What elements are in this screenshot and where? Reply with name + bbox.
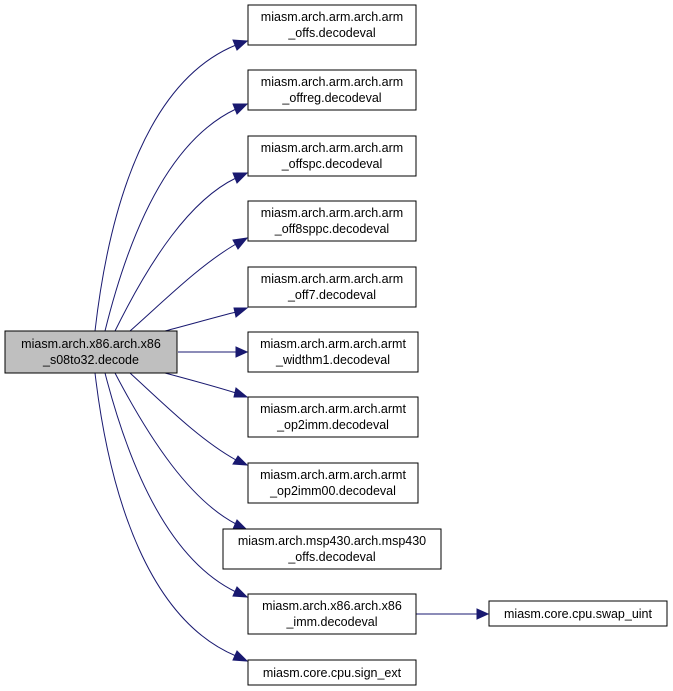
node-root-line-1: miasm.arch.x86.arch.x86 [21, 337, 161, 351]
node-line: miasm.arch.arm.arch.arm [261, 206, 403, 220]
arrowhead-n6 [235, 346, 249, 358]
node-line: miasm.arch.arm.arch.arm [261, 141, 403, 155]
node-root[interactable]: miasm.arch.x86.arch.x86 _s08to32.decode [4, 330, 178, 374]
node-line: miasm.core.cpu.sign_ext [263, 666, 402, 680]
node-line: miasm.arch.arm.arch.arm [261, 10, 403, 24]
node-armt-op2imm00-decodeval[interactable]: miasm.arch.arm.arch.armt _op2imm00.decod… [247, 462, 419, 504]
node-swap-uint[interactable]: miasm.core.cpu.swap_uint [488, 600, 668, 627]
node-armt-widthm1-decodeval[interactable]: miasm.arch.arm.arch.armt _widthm1.decode… [247, 331, 419, 373]
node-line: _offs.decodeval [287, 26, 375, 40]
node-line: _op2imm00.decodeval [269, 484, 396, 498]
node-line: _offspc.decodeval [281, 157, 383, 171]
edge-root-n7 [164, 372, 237, 394]
node-line: miasm.arch.msp430.arch.msp430 [238, 534, 426, 548]
node-armt-op2imm-decodeval[interactable]: miasm.arch.arm.arch.armt _op2imm.decodev… [247, 396, 419, 438]
node-root-line-2: _s08to32.decode [42, 353, 139, 367]
node-line: _offs.decodeval [287, 550, 375, 564]
node-sign-ext[interactable]: miasm.core.cpu.sign_ext [247, 659, 417, 686]
node-line: miasm.core.cpu.swap_uint [504, 607, 653, 621]
edge-root-n1 [94, 44, 237, 332]
edge-root-n11 [94, 372, 237, 657]
arrowhead-n2 [232, 103, 249, 115]
node-line: _offreg.decodeval [281, 91, 381, 105]
node-x86-imm-decodeval[interactable]: miasm.arch.x86.arch.x86 _imm.decodeval [247, 593, 417, 635]
arrowhead-n10 [232, 586, 249, 598]
node-line: miasm.arch.arm.arch.armt [260, 468, 406, 482]
edge-root-n4 [129, 243, 237, 332]
node-arm-off7-decodeval[interactable]: miasm.arch.arm.arch.arm _off7.decodeval [247, 266, 417, 308]
node-line: _widthm1.decodeval [275, 353, 390, 367]
node-line: miasm.arch.arm.arch.arm [261, 75, 403, 89]
node-line: miasm.arch.x86.arch.x86 [262, 599, 402, 613]
node-line: _off7.decodeval [287, 288, 376, 302]
node-line: miasm.arch.arm.arch.armt [260, 337, 406, 351]
edge-root-n9 [114, 372, 237, 525]
arrowhead-n5 [233, 307, 249, 318]
edge-root-n2 [104, 108, 237, 332]
arrowhead-n3 [232, 172, 249, 184]
node-msp430-offs-decodeval[interactable]: miasm.arch.msp430.arch.msp430 _offs.deco… [222, 528, 442, 570]
node-line: _op2imm.decodeval [276, 418, 389, 432]
arrowhead-n7 [233, 387, 249, 398]
node-line: miasm.arch.arm.arch.armt [260, 402, 406, 416]
node-line: _imm.decodeval [285, 615, 377, 629]
node-line: _off8sppc.decodeval [274, 222, 389, 236]
edge-root-n8 [129, 372, 237, 461]
arrowhead-n12 [476, 608, 490, 620]
nodes: miasm.arch.x86.arch.x86 _s08to32.decode … [4, 4, 668, 686]
edges [94, 39, 490, 662]
arrowhead-n8 [232, 455, 249, 466]
node-arm-off8sppc-decodeval[interactable]: miasm.arch.arm.arch.arm _off8sppc.decode… [247, 200, 417, 242]
node-line: miasm.arch.arm.arch.arm [261, 272, 403, 286]
arrowhead-n4 [232, 237, 249, 250]
node-arm-offspc-decodeval[interactable]: miasm.arch.arm.arch.arm _offspc.decodeva… [247, 135, 417, 177]
edge-root-n10 [104, 372, 237, 593]
edge-root-n5 [164, 311, 237, 332]
edge-root-n3 [114, 177, 237, 332]
node-arm-offs-decodeval[interactable]: miasm.arch.arm.arch.arm _offs.decodeval [247, 4, 417, 46]
arrowhead-n11 [232, 650, 249, 662]
arrowhead-n1 [232, 39, 249, 51]
node-arm-offreg-decodeval[interactable]: miasm.arch.arm.arch.arm _offreg.decodeva… [247, 69, 417, 111]
